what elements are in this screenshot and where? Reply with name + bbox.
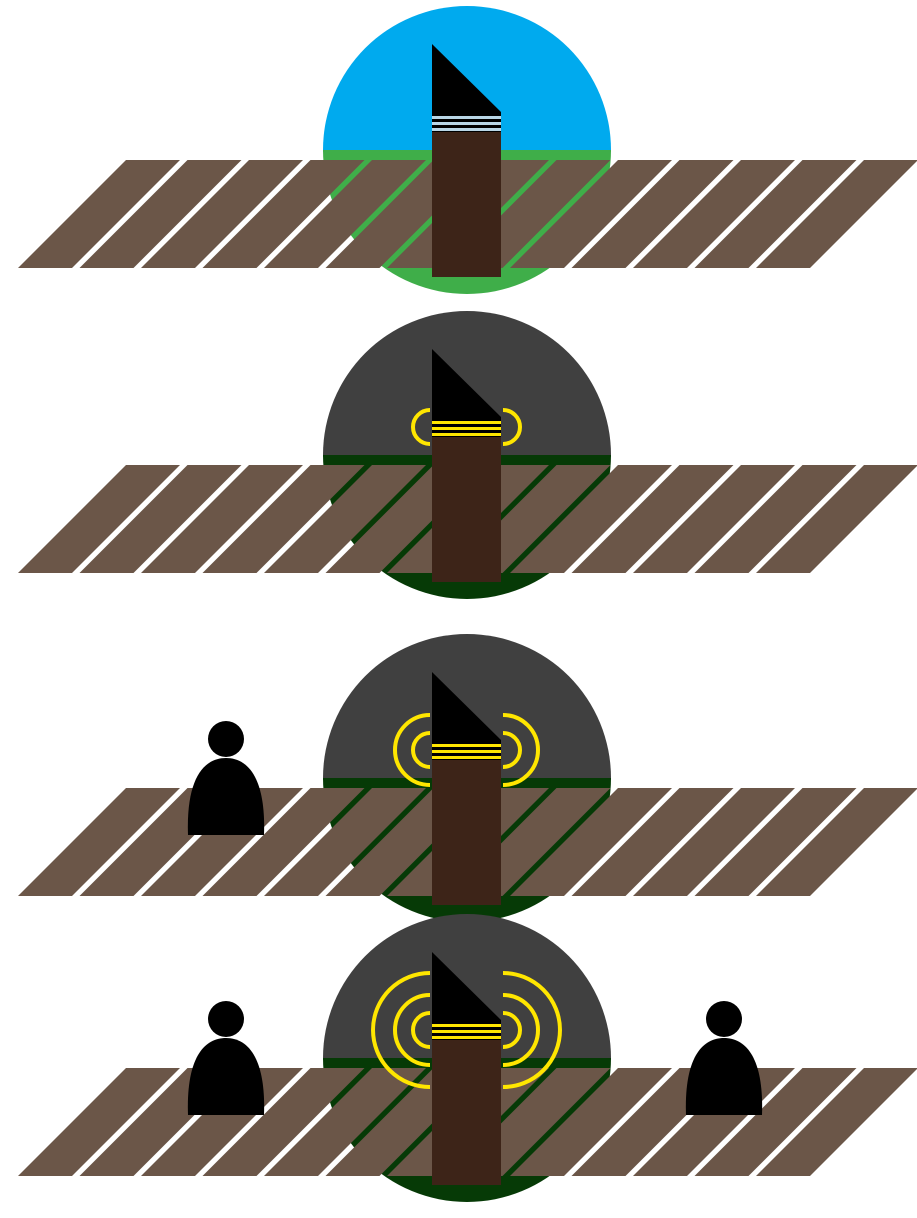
person-icon	[188, 721, 264, 835]
lamp-band	[432, 744, 501, 747]
scene-1	[18, 0, 917, 300]
person-head	[208, 1001, 244, 1037]
lamp-band	[432, 756, 501, 759]
post-body	[432, 758, 501, 905]
lamp-band	[432, 1030, 501, 1033]
lamp-band	[432, 1036, 501, 1039]
post-body	[432, 435, 501, 582]
lamp-band	[432, 421, 501, 424]
lamp-band	[432, 122, 501, 125]
lamp-band	[432, 750, 501, 753]
person-icon	[188, 1001, 264, 1115]
person-head	[706, 1001, 742, 1037]
person-body	[686, 1038, 762, 1115]
post-body	[432, 130, 501, 277]
post-body	[432, 1038, 501, 1185]
lamp-band	[432, 433, 501, 436]
lamp-band	[432, 427, 501, 430]
person-icon	[686, 1001, 762, 1115]
scene-3	[18, 628, 917, 928]
person-body	[188, 1038, 264, 1115]
person-body	[188, 758, 264, 835]
person-head	[208, 721, 244, 757]
lamp-band	[432, 116, 501, 119]
scene-4	[18, 908, 917, 1208]
lamp-band	[432, 1024, 501, 1027]
scene-2	[18, 305, 917, 605]
lamp-band	[432, 128, 501, 131]
